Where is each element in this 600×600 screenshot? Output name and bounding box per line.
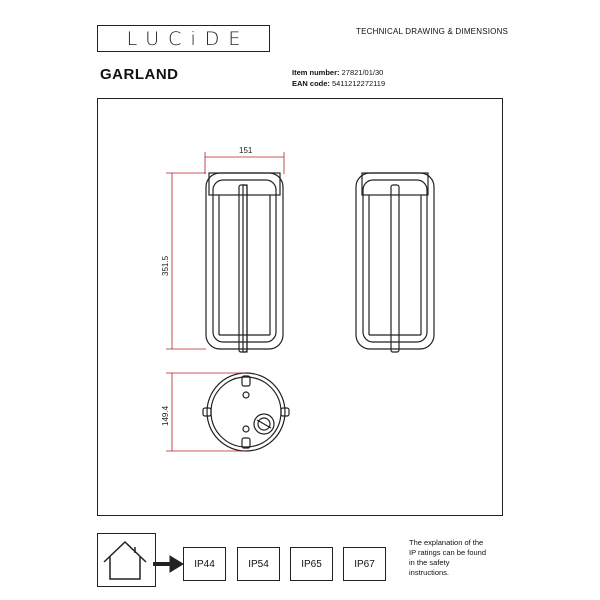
side-center-bar xyxy=(390,184,400,353)
ip-note-line-1: The explanation of the xyxy=(409,538,484,547)
ip-rating-2: IP54 xyxy=(237,547,280,581)
top-cable-gland-inner xyxy=(257,417,271,431)
side-top-cap xyxy=(361,172,429,196)
side-view xyxy=(355,172,435,353)
ip-note-line-4: instructions. xyxy=(409,568,450,577)
item-number-value: 27821/01/30 xyxy=(341,68,384,77)
ip-note: The explanation of the IP ratings can be… xyxy=(409,538,509,578)
ip-note-line-3: in the safety xyxy=(409,558,450,567)
top-tab-right xyxy=(280,407,290,417)
front-inner-frame xyxy=(212,179,277,343)
height-label: 351.5 xyxy=(161,255,170,276)
width-label: 151 xyxy=(239,146,253,155)
ip-note-line-2: IP ratings can be found xyxy=(409,548,486,557)
arrow-icon xyxy=(153,555,184,573)
product-meta: Item number: 27821/01/30 EAN code: 54112… xyxy=(292,67,385,89)
ean-label: EAN code: xyxy=(292,79,330,88)
side-outer-frame xyxy=(355,172,435,350)
top-cable-slot xyxy=(256,419,272,429)
top-screw-1 xyxy=(242,391,250,399)
brand-logo-text: LUCiDE xyxy=(126,27,250,50)
house-icon xyxy=(103,540,147,580)
top-outer-ring xyxy=(206,372,286,452)
top-screw-2 xyxy=(242,425,250,433)
brand-logo: LUCiDE xyxy=(97,25,270,52)
outdoor-icon-box xyxy=(97,533,156,587)
product-name: GARLAND xyxy=(100,66,179,83)
ean-value: 5411212272119 xyxy=(332,79,386,88)
ip-rating-1: IP44 xyxy=(183,547,226,581)
dimension-lines xyxy=(166,152,285,452)
front-top-cap xyxy=(208,172,281,196)
front-center-bar xyxy=(242,184,248,353)
top-tab-left xyxy=(202,407,212,417)
front-outer-frame xyxy=(205,172,284,350)
drawing-frame xyxy=(97,98,503,516)
item-number-row: Item number: 27821/01/30 xyxy=(292,67,385,78)
top-tab-bottom xyxy=(241,437,251,449)
ean-row: EAN code: 5411212272119 xyxy=(292,78,385,89)
front-view xyxy=(205,172,284,353)
document-title: TECHNICAL DRAWING & DIMENSIONS xyxy=(356,27,509,36)
item-number-label: Item number: xyxy=(292,68,340,77)
side-inner-frame xyxy=(362,179,428,343)
top-view xyxy=(202,372,290,452)
ip-rating-4: IP67 xyxy=(343,547,386,581)
top-cable-gland xyxy=(253,413,275,435)
top-inner-ring xyxy=(210,376,282,448)
ip-rating-3: IP65 xyxy=(290,547,333,581)
top-tab-top xyxy=(241,375,251,387)
depth-label: 149.4 xyxy=(161,405,170,426)
